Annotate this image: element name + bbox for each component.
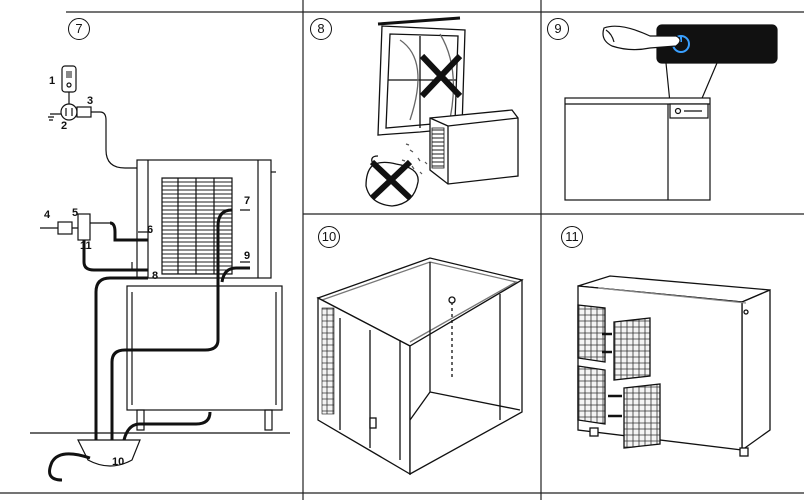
step-number-8: 8 [310, 18, 332, 40]
step-number-7: 7 [68, 18, 90, 40]
panel-7-connections [30, 65, 290, 482]
callout-1: 1 [49, 75, 56, 87]
panel-8-location [365, 16, 519, 207]
step-number-10: 10 [318, 226, 340, 248]
panel-9-power-on [564, 24, 778, 201]
callout-9: 9 [244, 250, 251, 262]
callout-3: 3 [87, 95, 94, 107]
step-number-9: 9 [547, 18, 569, 40]
callout-8: 8 [152, 270, 159, 282]
callout-10: 10 [112, 456, 125, 468]
callout-5: 5 [72, 207, 79, 219]
callout-7: 7 [244, 195, 251, 207]
panel-11-air-filters [577, 275, 771, 457]
callout-4: 4 [44, 209, 51, 221]
callout-6: 6 [147, 224, 154, 236]
callout-2: 2 [61, 120, 68, 132]
step-number-11: 11 [561, 226, 583, 248]
panel-10-bin-interior [316, 257, 524, 476]
callout-11: 11 [80, 240, 92, 252]
